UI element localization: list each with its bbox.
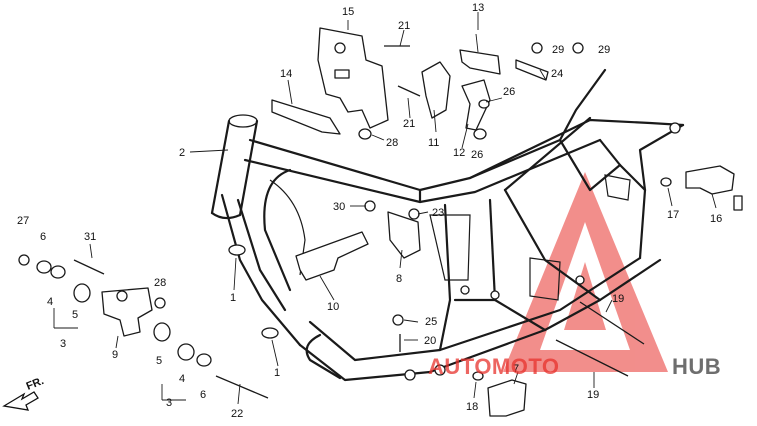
callout-26: 26	[471, 149, 483, 161]
callout-15: 15	[342, 6, 354, 18]
callout-4: 4	[179, 373, 185, 385]
bracket-14	[271, 99, 341, 135]
callout-21: 21	[403, 118, 415, 130]
callout-31: 31	[84, 231, 96, 243]
bracket-8	[387, 211, 421, 259]
bracket-11	[421, 61, 451, 119]
fasteners	[18, 42, 672, 399]
watermark-text-automoto: AUTOMOTO	[428, 354, 560, 379]
callout-26: 26	[503, 86, 515, 98]
direction-label: FR.	[25, 375, 46, 393]
callout-16: 16	[710, 213, 722, 225]
callout-21: 21	[398, 20, 410, 32]
watermark-text-hub: HUB	[672, 354, 721, 379]
engine-mount-9	[101, 287, 153, 337]
bracket-13	[459, 33, 501, 75]
callout-30: 30	[333, 201, 345, 213]
callout-20: 20	[424, 335, 436, 347]
callout-27: 27	[17, 215, 29, 227]
callout-18: 18	[466, 401, 478, 413]
callout-numbers: 15 21 13 29 29 14 24 26 21 11 28 12 26 2…	[17, 2, 722, 420]
callout-9: 9	[112, 349, 118, 361]
bracket-10	[295, 231, 369, 281]
callout-3: 3	[166, 397, 172, 409]
callout-5: 5	[156, 355, 162, 367]
callout-6: 6	[40, 231, 46, 243]
front-direction-arrow	[2, 391, 39, 411]
callout-10: 10	[327, 301, 339, 313]
callout-11: 11	[428, 137, 439, 149]
motorcycle-frame	[210, 68, 685, 382]
callout-6: 6	[200, 389, 206, 401]
bracket-7	[487, 379, 527, 417]
callout-17: 17	[667, 209, 679, 221]
callout-7: 7	[513, 363, 519, 375]
callout-1: 1	[230, 292, 236, 304]
callout-19: 19	[587, 389, 599, 401]
callout-14: 14	[280, 68, 292, 80]
callout-13: 13	[472, 2, 484, 14]
callout-19: 19	[612, 293, 624, 305]
battery-tray-15	[317, 27, 389, 129]
callout-8: 8	[396, 273, 402, 285]
callout-12: 12	[453, 147, 465, 159]
callout-2: 2	[179, 147, 185, 159]
callout-29: 29	[552, 44, 564, 56]
callout-22: 22	[231, 408, 243, 420]
callout-25: 25	[425, 316, 437, 328]
callout-23: 23	[432, 207, 444, 219]
bracket-24	[515, 59, 549, 81]
callout-1: 1	[274, 367, 280, 379]
leader-lines	[53, 12, 717, 405]
callout-5: 5	[72, 309, 78, 321]
callout-28: 28	[154, 277, 166, 289]
callout-29: 29	[598, 44, 610, 56]
callout-4: 4	[47, 296, 53, 308]
callout-28: 28	[386, 137, 398, 149]
ignition-switch-16	[685, 165, 743, 211]
callout-3: 3	[60, 338, 66, 350]
callout-24: 24	[551, 68, 563, 80]
